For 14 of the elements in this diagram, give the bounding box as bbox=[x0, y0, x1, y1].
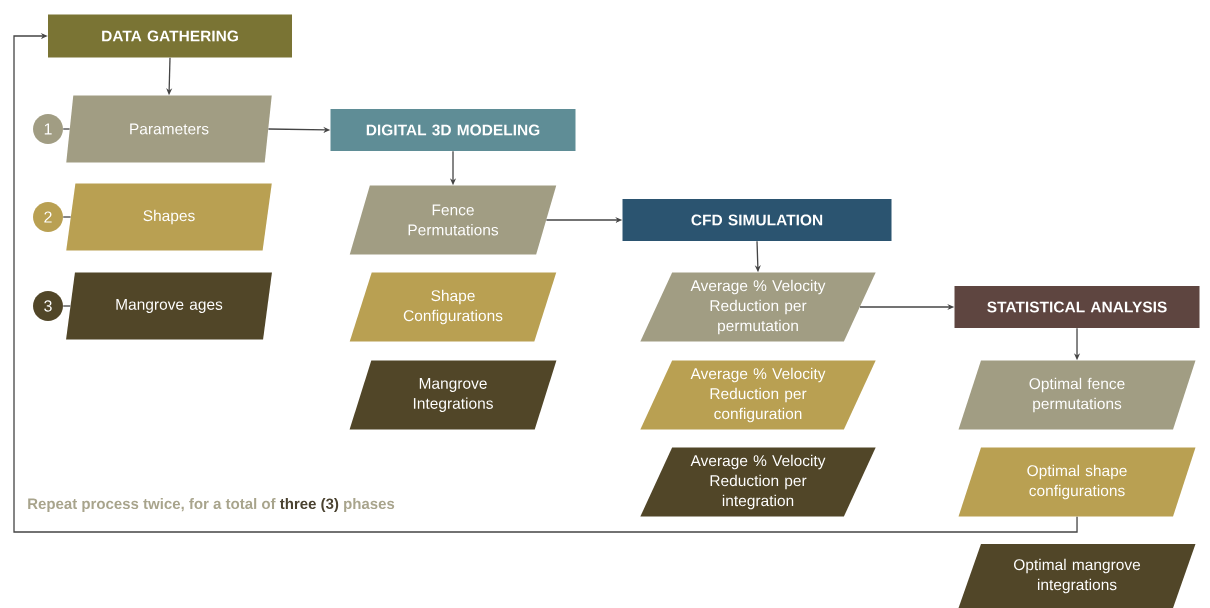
data-parallelogram: Average % Velocity Reduction per permutation bbox=[640, 272, 876, 342]
data-parallelogram: Mangrove ages bbox=[66, 272, 272, 340]
process-box: DATA GATHERING bbox=[48, 14, 292, 58]
process-box: DIGITAL 3D MODELING bbox=[330, 109, 576, 151]
data-parallelogram: Average % Velocity Reduction per integration bbox=[640, 447, 876, 517]
data-parallelogram: Shapes bbox=[66, 183, 272, 251]
data-parallelogram: Mangrove Integrations bbox=[349, 360, 557, 430]
data-parallelogram: Parameters bbox=[66, 95, 272, 163]
data-parallelogram: Average % Velocity Reduction per configuration bbox=[640, 360, 876, 430]
note-text: Repeat process twice, for a total of three (3) phases bbox=[28, 498, 395, 512]
process-box: CFD SIMULATION bbox=[622, 199, 892, 241]
process-box: STATISTICAL ANALYSIS bbox=[954, 286, 1200, 328]
arrow bbox=[13, 32, 1078, 533]
data-parallelogram: Shape Configurations bbox=[349, 272, 557, 342]
